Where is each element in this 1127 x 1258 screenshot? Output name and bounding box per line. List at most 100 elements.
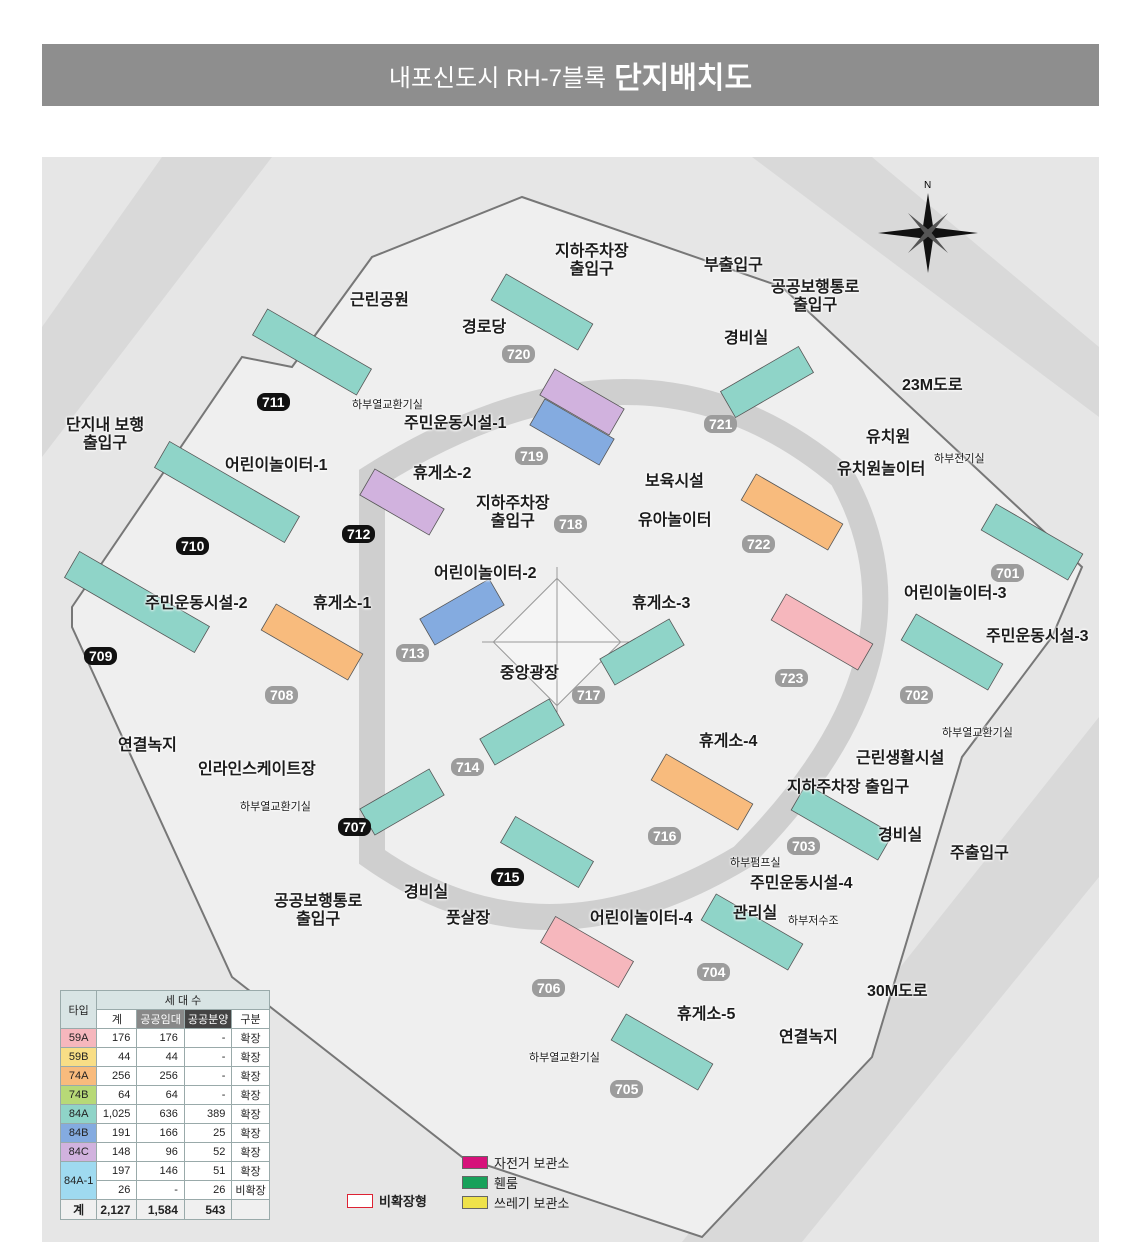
label-senior-center: 경로당 (462, 319, 507, 336)
block-716: 716 (648, 827, 682, 845)
map-title: 단지배치도 (614, 62, 753, 95)
label-green-link-south: 연결녹지 (779, 1029, 838, 1046)
cell-div: 확장 (231, 1161, 270, 1181)
cell-div: 확장 (231, 1085, 270, 1105)
block-720: 720 (502, 345, 536, 363)
cell-rent: 636 (136, 1104, 185, 1124)
label-rest-area-5: 휴게소-5 (677, 1006, 736, 1023)
label-kindergarten-playground: 유치원놀이터 (837, 461, 926, 478)
cell-total: 1,025 (96, 1104, 138, 1124)
north-letter: N (924, 180, 931, 191)
block-706: 706 (532, 979, 566, 997)
block-705: 705 (610, 1080, 644, 1098)
label-parking-entrance-center: 지하주차장 출입구 (476, 495, 550, 530)
cell-type: 84C (59, 1142, 98, 1162)
cell-rent: 256 (136, 1066, 185, 1086)
legend-green: 휀룸 (462, 1172, 569, 1192)
col-type: 타입 (59, 990, 98, 1029)
left-road (42, 157, 272, 457)
cell-type: 59B (59, 1047, 98, 1067)
label-road-23m: 23M도로 (902, 377, 963, 394)
col-div: 구분 (231, 1009, 270, 1029)
label-rest-area-4: 휴게소-4 (699, 733, 758, 750)
block-718: 718 (554, 515, 588, 533)
cell-type: 84A-1 (59, 1161, 98, 1200)
total-units: 2,127 (96, 1199, 138, 1220)
block-702: 702 (900, 686, 934, 704)
label-toddler-playground: 유아놀이터 (638, 512, 712, 529)
cell-type: 74B (59, 1085, 98, 1105)
label-main-entrance: 주출입구 (950, 845, 1009, 862)
total-label: 계 (59, 1199, 98, 1220)
block-701: 701 (991, 564, 1025, 582)
cell-type: 59A (59, 1028, 98, 1048)
cell-div: 확장 (231, 1142, 270, 1162)
site-plan: 지하주차장 출입구 부출입구 공공보행통로 출입구 근린공원 경로당 경비실 2… (42, 157, 1099, 1242)
facility-legend: 자전거 보관소 휀룸 쓰레기 보관소 (462, 1152, 569, 1212)
label-management-office: 관리실 (733, 905, 778, 922)
cell-div: 확장 (231, 1123, 270, 1143)
cell-rent: - (136, 1180, 185, 1200)
bike-swatch (462, 1155, 488, 1169)
label-guardhouse-north: 경비실 (724, 330, 769, 347)
cell-sale: - (183, 1085, 233, 1105)
block-713: 713 (396, 644, 430, 662)
cell-type: 84B (59, 1123, 98, 1143)
cell-sale: - (183, 1047, 233, 1067)
label-neighborhood-park: 근린공원 (350, 292, 409, 309)
label-heat-exchanger-1: 하부열교환기실 (352, 399, 423, 411)
non-extension-swatch (347, 1193, 373, 1208)
block-709: 709 (84, 647, 118, 665)
buildings (64, 273, 1084, 1091)
label-green-link-west: 연결녹지 (118, 737, 177, 754)
title-bar: 내포신도시 RH-7블록 단지배치도 (42, 44, 1099, 106)
bike-label: 자전거 보관소 (494, 1155, 570, 1171)
label-playground-1: 어린이놀이터-1 (225, 457, 328, 474)
block-717: 717 (572, 686, 606, 704)
cell-sale: 25 (183, 1123, 233, 1143)
cell-div: 비확장 (231, 1180, 270, 1200)
block-715: 715 (491, 868, 525, 886)
label-public-walkway-entrance-north: 공공보행통로 출입구 (771, 279, 860, 314)
cell-rent: 146 (136, 1161, 185, 1181)
cell-total: 256 (96, 1066, 138, 1086)
block-711: 711 (257, 393, 290, 411)
cell-sale: - (183, 1066, 233, 1086)
label-pedestrian-entrance: 단지내 보행 출입구 (66, 417, 145, 452)
label-rest-area-2: 휴게소-2 (413, 465, 472, 482)
label-childcare: 보육시설 (645, 473, 704, 490)
legend-bike: 자전거 보관소 (462, 1152, 569, 1172)
cell-total: 148 (96, 1142, 138, 1162)
label-playground-2: 어린이놀이터-2 (434, 565, 537, 582)
col-total: 계 (96, 1009, 138, 1029)
block-723: 723 (775, 669, 809, 687)
label-fitness-4: 주민운동시설-4 (750, 875, 853, 892)
cell-sale: 26 (183, 1180, 233, 1200)
cell-div: 확장 (231, 1066, 270, 1086)
label-futsal: 풋살장 (446, 910, 491, 927)
block-704: 704 (697, 963, 731, 981)
non-extension-legend: 비확장형 (347, 1191, 427, 1210)
label-fitness-1: 주민운동시설-1 (404, 415, 507, 432)
trash-swatch (462, 1195, 488, 1209)
cell-total: 176 (96, 1028, 138, 1048)
cell-sale: - (183, 1028, 233, 1048)
cell-type: 74A (59, 1066, 98, 1086)
cell-sale: 52 (183, 1142, 233, 1162)
label-road-30m: 30M도로 (867, 983, 928, 1000)
trash-label: 쓰레기 보관소 (494, 1195, 570, 1211)
label-sub-entrance: 부출입구 (704, 257, 763, 274)
block-710: 710 (176, 537, 210, 555)
block-721: 721 (704, 415, 738, 433)
label-heat-exchanger-2: 하부열교환기실 (942, 727, 1013, 739)
cell-type: 84A (59, 1104, 98, 1124)
label-heat-exchanger-4: 하부열교환기실 (529, 1052, 600, 1064)
label-rest-area-1: 휴게소-1 (313, 595, 372, 612)
cell-rent: 96 (136, 1142, 185, 1162)
